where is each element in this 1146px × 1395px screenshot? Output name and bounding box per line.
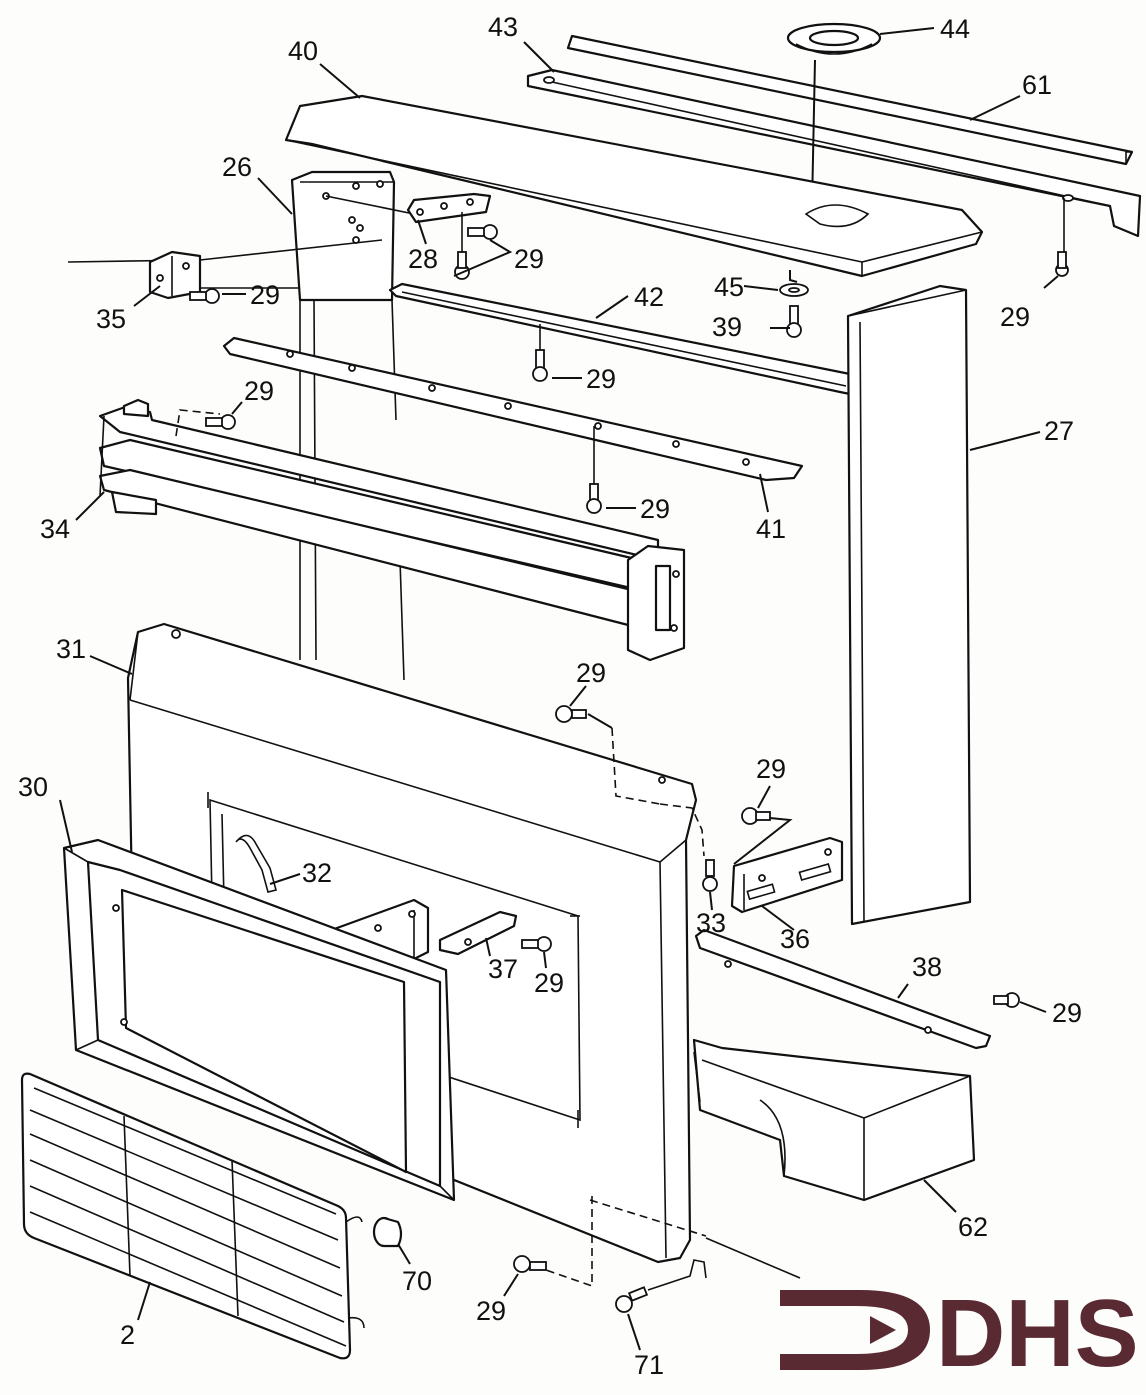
callout-62: 62 [958, 1212, 988, 1242]
callout-30: 30 [18, 772, 48, 802]
callout-71: 71 [634, 1350, 664, 1380]
screw-29-corner [189, 288, 220, 304]
callout-38: 38 [912, 952, 942, 982]
part-30-trim-frame [62, 838, 456, 1202]
callout-41: 41 [756, 514, 786, 544]
part-44-flue-collar [786, 22, 882, 55]
callout-26: 26 [222, 152, 252, 182]
part-2-screen-grille [20, 1072, 365, 1360]
callout-42: 42 [634, 282, 664, 312]
callout-29-lower-left: 29 [476, 1296, 506, 1326]
callout-43: 43 [488, 12, 518, 42]
part-61-top-rail [566, 34, 1134, 166]
callout-labels: 43 44 61 40 26 28 29 29 35 29 45 42 39 2… [18, 12, 1082, 1380]
callout-70: 70 [402, 1266, 432, 1296]
callout-29-side-bracket: 29 [756, 754, 786, 784]
part-32-igniter [235, 834, 277, 893]
callout-29-strip42: 29 [586, 364, 616, 394]
callout-61: 61 [1022, 70, 1052, 100]
callout-29-top-bracket: 29 [514, 244, 544, 274]
callout-44: 44 [940, 14, 970, 44]
part-34-burner-rails [98, 398, 686, 662]
callout-2: 2 [120, 1320, 135, 1350]
leader-29-bracket [733, 817, 793, 865]
screw-33 [702, 859, 718, 892]
callout-29-rails: 29 [244, 376, 274, 406]
washer-45 [779, 283, 809, 297]
dhs-logo: DHS [780, 1280, 1139, 1387]
screw-29-strip38 [993, 992, 1020, 1008]
part-62-base [693, 1051, 701, 1103]
part-41-mounting-strip [222, 336, 804, 482]
callout-29-corner: 29 [250, 280, 280, 310]
dhs-logo-text: DHS [936, 1280, 1139, 1387]
part-38-bottom-strip [694, 928, 992, 1050]
screw-29-strip42 [532, 349, 548, 382]
part-27-right-side-panel [846, 284, 972, 926]
leader-lines [59, 27, 1059, 1351]
screw-39 [786, 305, 802, 338]
callout-33: 33 [696, 908, 726, 938]
screw-29-top-right [1055, 251, 1069, 277]
callout-45: 45 [714, 272, 744, 302]
callout-29-top-right: 29 [1000, 302, 1030, 332]
callout-29-bracket37: 29 [534, 968, 564, 998]
screw-71 [615, 1286, 649, 1313]
screw-29-strip41 [586, 483, 602, 514]
callout-37: 37 [488, 954, 518, 984]
part-28-bracket [406, 192, 492, 224]
part-70-knob [372, 1216, 403, 1248]
screw-29-lower-left [513, 1255, 547, 1273]
leader-45 [789, 270, 798, 283]
callout-36: 36 [780, 924, 810, 954]
screw-29-side-bracket [741, 807, 771, 825]
part-35-corner-bracket [148, 250, 202, 300]
callout-29-front-upper: 29 [576, 658, 606, 688]
screw-29-rails [205, 414, 236, 430]
callout-28: 28 [408, 244, 438, 274]
callout-34: 34 [40, 514, 70, 544]
callout-31: 31 [56, 634, 86, 664]
dhs-logo-arrow-mark [780, 1290, 930, 1370]
callout-39: 39 [712, 312, 742, 342]
part-36-side-bracket [730, 836, 844, 914]
callout-32: 32 [302, 858, 332, 888]
callout-40: 40 [288, 36, 318, 66]
screw-29-bracket37 [521, 936, 552, 952]
callout-29-strip38: 29 [1052, 998, 1082, 1028]
part-40-top-panel [284, 94, 984, 278]
callout-29-strip41: 29 [640, 494, 670, 524]
callout-35: 35 [96, 304, 126, 334]
callout-27: 27 [1044, 416, 1074, 446]
screw-29-front-upper [555, 705, 587, 723]
part-43-top-channel [526, 68, 1142, 238]
